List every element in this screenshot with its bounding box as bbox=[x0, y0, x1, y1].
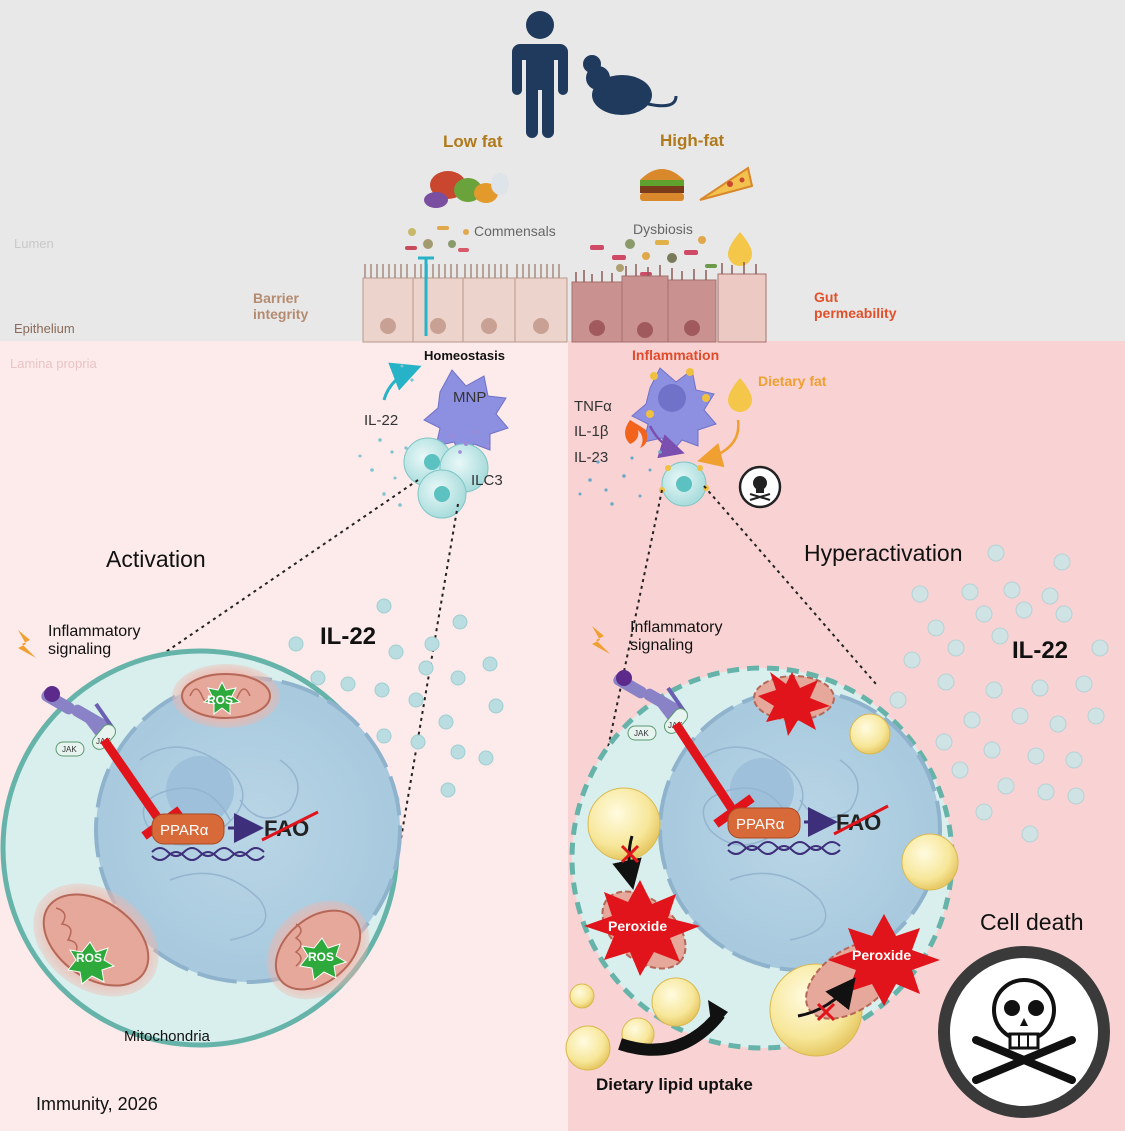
signal-label-line2: signaling bbox=[48, 641, 111, 658]
il22-right-label: IL-22 bbox=[1012, 637, 1068, 664]
human-icon bbox=[512, 11, 568, 138]
dietary-fat-arrow bbox=[697, 419, 740, 468]
zone-label-epithelium: Epithelium bbox=[14, 321, 75, 336]
pizza-icon bbox=[699, 166, 754, 201]
signal-label-line2: signaling bbox=[630, 637, 693, 654]
commensals-label: Commensals bbox=[474, 223, 556, 239]
flame-icon bbox=[625, 420, 648, 448]
mnp-activation-arrow bbox=[648, 425, 685, 459]
ilc3-label: ILC3 bbox=[471, 472, 503, 489]
permeability-label-line1: Gut bbox=[814, 289, 838, 305]
diet-label-high-fat: High-fat bbox=[660, 131, 725, 150]
mouse-icon bbox=[583, 55, 678, 115]
lightning-icon bbox=[592, 626, 610, 654]
blocked-cross-icon bbox=[816, 1002, 836, 1022]
il22-secretion-right bbox=[889, 544, 1109, 843]
fao-strikethrough bbox=[261, 810, 319, 842]
ppar-alpha-box bbox=[727, 807, 801, 839]
burger-icon bbox=[640, 169, 684, 201]
cytokine-label-tnfa: TNFα bbox=[574, 398, 612, 415]
ppar-alpha-label: PPARα bbox=[160, 822, 209, 839]
skull-icon bbox=[938, 946, 1110, 1118]
peroxide-label-right: Peroxide bbox=[852, 947, 911, 963]
peroxide-label-left: Peroxide bbox=[608, 918, 667, 934]
lipid-to-peroxide-arrow bbox=[612, 835, 642, 890]
damaged-epithelium bbox=[571, 262, 767, 343]
cytokine-receptor-right bbox=[613, 670, 688, 741]
mitochondrion-left bbox=[33, 883, 159, 997]
dietary-fat-label: Dietary fat bbox=[758, 373, 827, 389]
damaged-mitochondrion-top bbox=[753, 672, 835, 736]
dna-strand bbox=[151, 847, 265, 857]
skull-small-icon bbox=[738, 465, 782, 509]
lipid-uptake-arrowhead bbox=[708, 1000, 728, 1030]
ilc3-cell-cluster bbox=[403, 437, 489, 519]
ros-label-top: ROS bbox=[207, 693, 233, 707]
fao-strikethrough bbox=[833, 804, 889, 836]
homeostasis-label: Homeostasis bbox=[424, 348, 505, 363]
ros-label-left: ROS bbox=[76, 951, 102, 965]
il22-arrow bbox=[382, 362, 422, 401]
cytokine-label-il1b: IL-1β bbox=[574, 423, 609, 440]
cytokine-dots-left bbox=[358, 364, 414, 507]
lightning-icon bbox=[18, 630, 36, 658]
dna-strand bbox=[727, 845, 841, 855]
inhibition-line bbox=[672, 721, 738, 815]
ppar-alpha-label: PPARα bbox=[736, 816, 785, 833]
il22-left-label: IL-22 bbox=[320, 623, 376, 650]
jak-label: JAK bbox=[62, 745, 77, 754]
fat-droplet-icon bbox=[728, 232, 752, 266]
il22-small-label: IL-22 bbox=[364, 412, 398, 429]
mnp-label: MNP bbox=[453, 389, 486, 406]
ros-burst-top bbox=[202, 680, 242, 715]
permeability-label-line2: permeability bbox=[814, 305, 897, 321]
mnp-dots bbox=[450, 430, 490, 454]
barrier-label-line1: Barrier bbox=[253, 290, 299, 306]
ros-label-right: ROS bbox=[308, 950, 334, 964]
mnp-cell bbox=[423, 369, 509, 459]
ppar-alpha-box bbox=[151, 813, 225, 845]
hyperactivation-heading: Hyperactivation bbox=[804, 540, 963, 566]
dna-strand bbox=[727, 841, 841, 851]
vegetables-icon bbox=[424, 171, 509, 208]
dna-strand bbox=[151, 851, 265, 861]
lipid-uptake-label: Dietary lipid uptake bbox=[596, 1075, 753, 1094]
peroxide-burst-left bbox=[584, 880, 700, 976]
peroxide-burst-right bbox=[828, 914, 940, 1006]
cytokine-dots-right bbox=[578, 450, 662, 506]
lipid-to-peroxide-arrow bbox=[797, 977, 856, 1018]
cell-death-label: Cell death bbox=[980, 909, 1084, 935]
barrier-label-line2: integrity bbox=[253, 306, 308, 322]
inhibition-line bbox=[100, 737, 166, 827]
cytokine-label-il23: IL-23 bbox=[574, 449, 608, 466]
mitochondria-label: Mitochondria bbox=[124, 1028, 211, 1045]
dysbiotic-bacteria bbox=[590, 236, 717, 276]
jak-label: JAK bbox=[634, 729, 649, 738]
inflammation-label: Inflammation bbox=[632, 347, 719, 363]
activation-heading: Activation bbox=[106, 546, 206, 572]
commensal-bacteria bbox=[405, 226, 469, 252]
dysbiosis-label: Dysbiosis bbox=[633, 221, 693, 237]
ros-burst-right bbox=[299, 937, 348, 981]
zoom-line bbox=[581, 489, 663, 873]
zone-label-lamina-propria: Lamina propria bbox=[10, 356, 97, 371]
blocked-cross-icon bbox=[620, 844, 640, 864]
healthy-epithelium bbox=[362, 256, 568, 343]
signal-label-line1: Inflammatory bbox=[48, 623, 140, 640]
diet-label-low-fat: Low fat bbox=[443, 132, 503, 151]
ros-burst-left bbox=[67, 941, 116, 985]
signal-label-line1: Inflammatory bbox=[630, 619, 722, 636]
cytokine-receptor-left bbox=[41, 686, 116, 757]
dietary-fat-droplet-icon bbox=[728, 378, 752, 412]
zone-label-lumen: Lumen bbox=[14, 236, 54, 251]
citation-label: Immunity, 2026 bbox=[36, 1094, 158, 1114]
zoom-line bbox=[703, 485, 877, 685]
